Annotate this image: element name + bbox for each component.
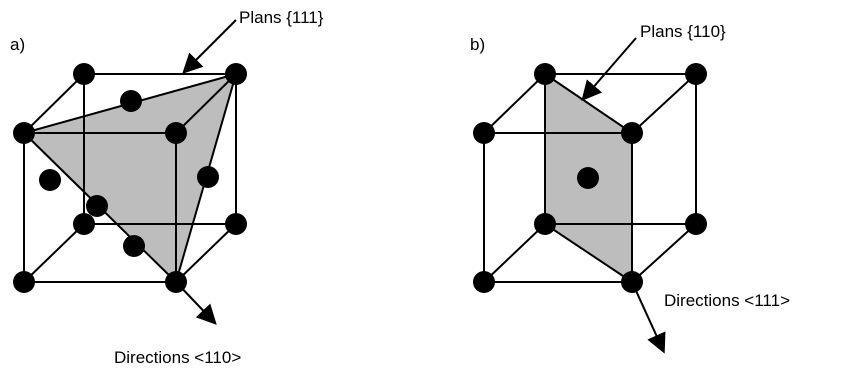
direction-arrow-a — [175, 281, 217, 325]
plane-label-a: Plans {111} — [239, 8, 324, 27]
cube-b-edges — [483, 73, 697, 283]
panel-b: b) Plans {110} Directions <111> — [470, 22, 790, 354]
cube-a-edges — [23, 73, 237, 283]
plane-label-b: Plans {110} — [640, 22, 726, 41]
plane-pointer-arrow-a — [182, 19, 237, 74]
atoms-b — [473, 63, 707, 293]
panel-label-a: a) — [10, 35, 25, 54]
plane-pointer-arrow-b — [581, 37, 637, 102]
panel-label-b: b) — [470, 35, 485, 54]
direction-label-a: Directions <110> — [114, 348, 241, 367]
direction-label-b: Directions <111> — [664, 291, 790, 310]
atoms-a — [13, 63, 247, 293]
direction-arrow-b — [631, 281, 666, 354]
panel-a: a) Plans {111} Directions <110> — [10, 8, 324, 367]
